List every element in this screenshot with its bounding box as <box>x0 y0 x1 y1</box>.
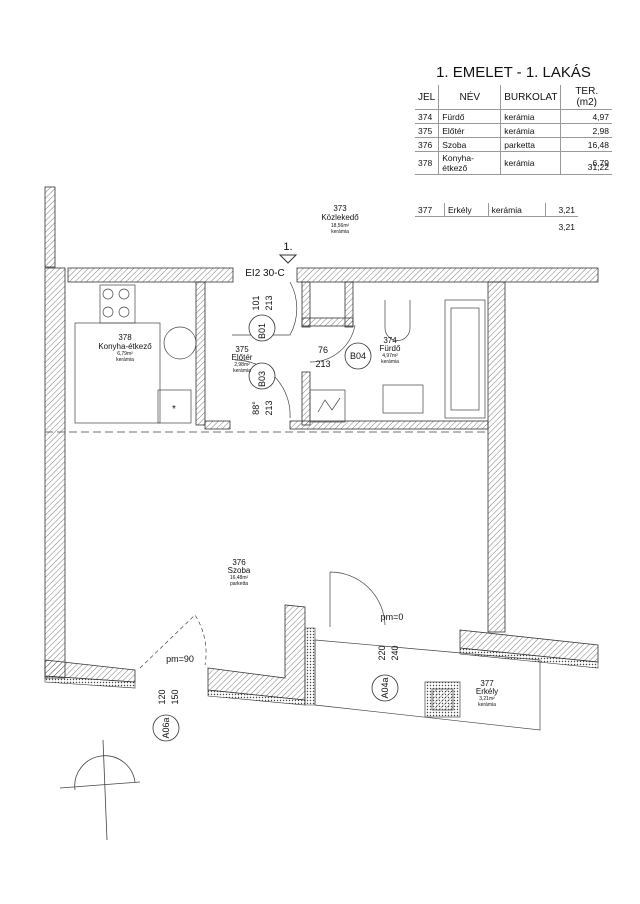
boiler-icon <box>309 389 346 423</box>
a04a-width: 220 <box>377 645 387 660</box>
room-376-number: 376 <box>232 558 246 567</box>
a06a-pm: pm=90 <box>166 654 194 664</box>
b03-height: 213 <box>264 400 274 415</box>
cell: 16,48 <box>560 137 612 152</box>
room-377-floor: kerámia <box>478 702 496 708</box>
cell: kerámia <box>500 123 561 138</box>
room-378-area: 6,79m² <box>117 351 133 357</box>
cell: kerámia <box>487 203 546 217</box>
b04-width: 76 <box>318 345 328 355</box>
compass-icon <box>59 739 141 841</box>
door-tag-a06a <box>152 714 180 742</box>
room-374-name: Fürdő <box>380 344 401 353</box>
room-373-area: 18,56m² <box>331 223 350 229</box>
b01-tag: B01 <box>257 323 267 339</box>
balcony-total: 3,21 <box>558 222 575 232</box>
room-373-floor: kerámia <box>331 229 349 235</box>
bathtub-icon <box>444 299 486 419</box>
toilet-icon <box>384 300 411 341</box>
total-area: 31,22 <box>587 162 609 172</box>
washbasin-icon <box>382 384 424 414</box>
apartment-title: 1. EMELET - 1. LAKÁS <box>436 64 591 81</box>
cell: 4,97 <box>560 109 612 124</box>
cell: 377 <box>415 203 445 217</box>
room-375-name: Előtér <box>232 353 253 362</box>
a04a-pm: pm=0 <box>381 612 404 622</box>
b04-tag: B04 <box>350 351 366 361</box>
room-377-area: 3,21m² <box>479 696 495 702</box>
room-373-number: 373 <box>333 204 347 213</box>
door-tags <box>152 314 399 742</box>
a06a-height: 150 <box>170 689 180 704</box>
b03-width: 88° <box>251 401 261 415</box>
cell: Erkély <box>443 203 489 217</box>
cell: 6,79 <box>560 151 612 175</box>
header-jel: JEL <box>415 85 439 110</box>
cell: 374 <box>415 109 439 124</box>
entrance-marker-icon <box>278 254 298 264</box>
cell: 378 <box>415 151 439 175</box>
table-header-row: JEL NÉV BURKOLAT TER. (m2) <box>415 85 612 110</box>
room-374-area: 4,97m² <box>382 353 398 359</box>
cell: Konyha-étkező <box>438 151 501 175</box>
svg-text:*: * <box>172 404 176 415</box>
a06a-width: 120 <box>157 689 167 704</box>
header-nev: NÉV <box>438 85 501 110</box>
room-374-floor: kerámia <box>381 359 399 365</box>
door-tag-b03 <box>248 362 276 390</box>
entrance-mark: 1. <box>283 241 292 253</box>
header-burkolat: BURKOLAT <box>500 85 561 110</box>
room-378-number: 378 <box>118 333 132 342</box>
cell: Fürdő <box>438 109 501 124</box>
b01-height: 213 <box>264 295 274 310</box>
room-376-name: Szoba <box>228 566 251 575</box>
stove-icon <box>99 284 136 324</box>
room-377-number: 377 <box>480 679 494 688</box>
insulation <box>44 627 599 706</box>
room-375-area: 2,98m² <box>234 362 250 368</box>
cell: parketta <box>500 137 561 152</box>
balcony-outline <box>314 639 541 731</box>
cell: kerámia <box>500 109 561 124</box>
cell: kerámia <box>500 151 561 175</box>
header-ter: TER. (m2) <box>560 85 612 110</box>
fixtures: * <box>74 284 541 731</box>
a04a-height: 240 <box>390 645 400 660</box>
kitchen-counter <box>74 322 161 424</box>
b04-height: 213 <box>315 359 330 369</box>
room-373-name: Közlekedő <box>321 213 359 222</box>
cell: 376 <box>415 137 439 152</box>
door-tag-b04 <box>344 342 372 370</box>
b03-tag: B03 <box>257 371 267 387</box>
cell: 3,21 <box>544 203 578 217</box>
room-376-area: 16,48m² <box>230 575 249 581</box>
door-tag-a04a <box>371 674 399 702</box>
room-374-number: 374 <box>383 336 397 345</box>
room-375-floor: kerámia <box>233 368 251 374</box>
door-type-label: EI2 30-C <box>245 268 284 279</box>
walls <box>44 186 599 701</box>
room-377-name: Erkély <box>476 687 498 696</box>
cell: Szoba <box>438 137 501 152</box>
b01-width: 101 <box>251 295 261 310</box>
cell: Előtér <box>438 123 501 138</box>
room-375-number: 375 <box>235 345 249 354</box>
sink-icon <box>163 326 197 360</box>
a04a-tag: A04a <box>380 677 390 698</box>
room-376-floor: parketta <box>230 581 248 587</box>
door-tag-b01 <box>248 314 276 342</box>
cell: 2,98 <box>560 123 612 138</box>
fridge-icon <box>157 389 192 424</box>
a06a-tag: A06a <box>161 717 171 738</box>
room-378-floor: kerámia <box>116 357 134 363</box>
room-378-name: Konyha-étkező <box>98 342 152 351</box>
cell: 375 <box>415 123 439 138</box>
